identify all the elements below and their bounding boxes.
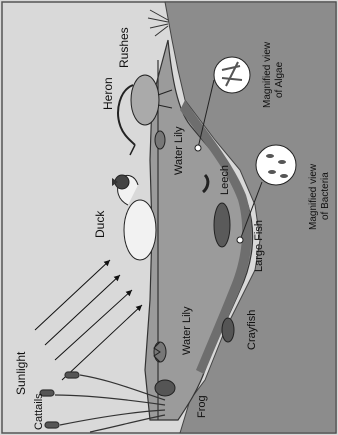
water-lily-left-figure	[154, 342, 166, 362]
magnified-bacteria-label-line1: Magnified view	[308, 163, 319, 230]
heron-label: Heron	[101, 77, 115, 110]
frog-figure	[155, 380, 175, 396]
crayfish-label: Crayfish	[246, 310, 258, 350]
magnified-algae-label-line2: of Algae	[274, 61, 285, 98]
water-lily-left-label: Water Lily	[181, 306, 193, 355]
rushes-label: Rushes	[117, 27, 131, 68]
large-fish-label: Large Fish	[253, 220, 265, 272]
crayfish-figure	[222, 318, 234, 342]
water-lily-right-label: Water Lily	[173, 126, 185, 175]
leech-label: Leech	[219, 165, 231, 195]
cattails-label: Cattails	[33, 393, 45, 430]
duck-label: Duck	[93, 210, 107, 238]
frog-label: Frog	[196, 395, 208, 418]
magnified-bacteria-label-line2: of Bacteria	[320, 172, 331, 220]
large-fish-figure	[214, 203, 230, 247]
magnified-algae-label-line1: Magnified view	[262, 41, 273, 108]
sunlight-label: Sunlight	[14, 351, 28, 395]
water-lily-right-figure	[155, 131, 165, 149]
